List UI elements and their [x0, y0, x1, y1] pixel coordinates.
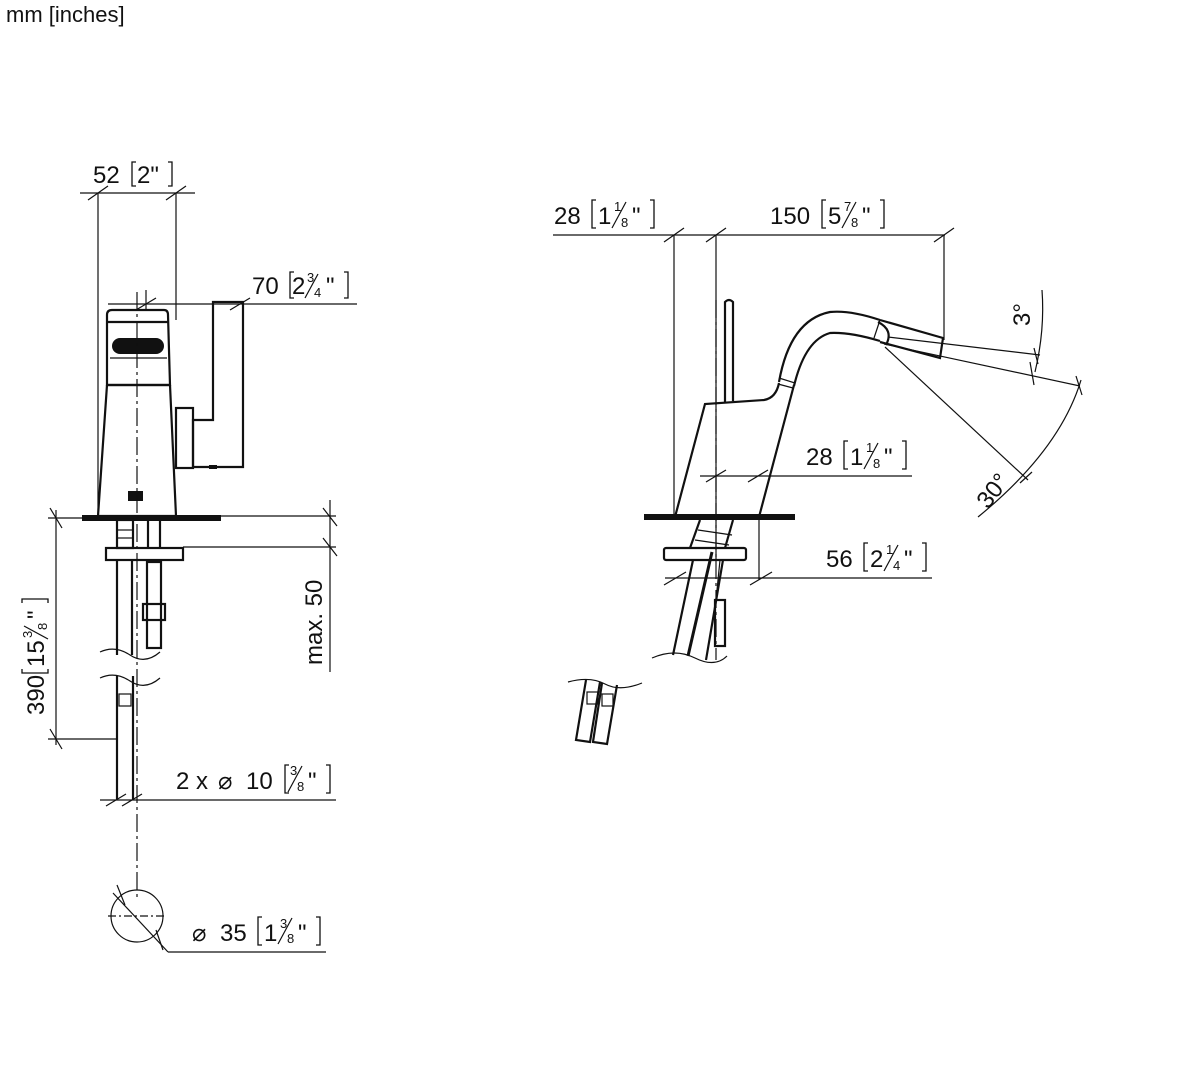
- dim-base-depth-inch-num: 1: [886, 542, 893, 557]
- dim-offset-back-inch-num: 1: [614, 199, 621, 214]
- dim-spout-reach-mm: 150: [770, 203, 810, 230]
- diameter-symbol-icon: ⌀: [218, 768, 232, 795]
- dim-offset-back-mm: 28: [554, 203, 581, 230]
- dim-hole-quote: ": [298, 920, 307, 947]
- dim-hose-inch-num: 3: [20, 631, 35, 638]
- units-label: mm [inches]: [6, 2, 125, 27]
- dim-hose-inch-den: 8: [35, 623, 50, 630]
- dim-hose-diam-inch-den: 8: [297, 779, 304, 794]
- dim-offset-back-inch-whole: 1: [598, 203, 611, 230]
- dim-spout-reach-inch-num: 7: [844, 199, 851, 214]
- dim-depth-inch-whole: 2: [292, 273, 305, 300]
- dim-depth-mm: 70: [252, 273, 279, 300]
- dim-hole-inch-whole: 1: [264, 920, 277, 947]
- dim-width-inch: 2": [137, 162, 159, 189]
- dim-depth-inch-num: 3: [307, 270, 314, 285]
- dim-offset-back-inch-den: 8: [621, 215, 628, 230]
- dim-hole-diameter-mm: 35: [220, 920, 247, 947]
- dim-depth-quote: ": [326, 273, 335, 300]
- dim-body-offset-inch-den: 8: [873, 456, 880, 471]
- side-view: 28 1 1 8 " 150 5 7 8 ": [553, 199, 1083, 746]
- dim-spout-reach-inch-den: 8: [851, 215, 858, 230]
- dim-hose-diam-quote: ": [308, 768, 317, 795]
- dim-hose-inch-whole: 15: [23, 640, 50, 667]
- dim-base-depth-inch-den: 4: [893, 558, 900, 573]
- dim-base-depth-mm: 56: [826, 546, 853, 573]
- dim-spout-reach-inch-whole: 5: [828, 203, 841, 230]
- dim-hose-diameter-prefix: 2 x: [176, 768, 208, 795]
- dim-hose-diameter-mm: 10: [246, 768, 273, 795]
- dim-spout-reach-quote: ": [862, 203, 871, 230]
- angle-30-degrees: 30°: [971, 468, 1015, 513]
- dim-hose-quote: ": [23, 610, 50, 619]
- dim-base-depth-quote: ": [904, 546, 913, 573]
- dim-body-offset-quote: ": [884, 444, 893, 471]
- dim-width-mm: 52: [93, 162, 120, 189]
- front-view: 52 2" 70 2 3 4 ": [20, 161, 357, 953]
- dim-hole-inch-den: 8: [287, 931, 294, 946]
- diameter-symbol-icon: ⌀: [192, 920, 206, 947]
- angle-3-degrees: 3°: [1009, 303, 1036, 326]
- dim-body-offset-inch-num: 1: [866, 440, 873, 455]
- dim-max-thickness: max. 50: [301, 580, 328, 665]
- dim-body-offset-inch-whole: 1: [850, 444, 863, 471]
- dim-body-offset-mm: 28: [806, 444, 833, 471]
- dim-offset-back-quote: ": [632, 203, 641, 230]
- dim-hose-length-mm: 390: [23, 675, 50, 715]
- dim-base-depth-inch-whole: 2: [870, 546, 883, 573]
- dim-hose-diam-inch-num: 3: [290, 763, 297, 778]
- dim-hole-inch-num: 3: [280, 916, 287, 931]
- dim-depth-inch-den: 4: [314, 285, 321, 300]
